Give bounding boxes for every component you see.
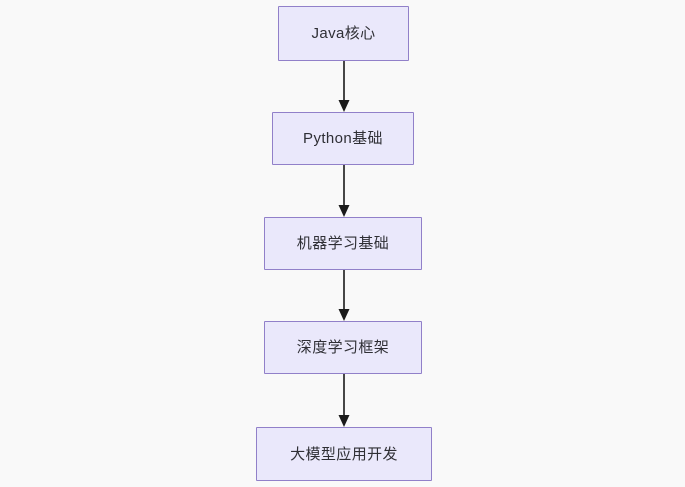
flow-node-java-core[interactable]: Java核心 — [278, 6, 409, 61]
flow-node-machine-learning-basics[interactable]: 机器学习基础 — [264, 217, 422, 270]
flow-node-label: 深度学习框架 — [296, 339, 390, 356]
edge-python-to-ml — [338, 165, 350, 217]
edge-java-to-python — [338, 61, 350, 112]
flow-node-large-model-app-development[interactable]: 大模型应用开发 — [256, 427, 432, 481]
flow-node-deep-learning-framework[interactable]: 深度学习框架 — [264, 321, 422, 374]
edge-dl-to-llm — [338, 374, 350, 427]
flow-node-label: Python基础 — [303, 130, 383, 147]
flow-node-python-basics[interactable]: Python基础 — [272, 112, 414, 165]
flow-node-label: 大模型应用开发 — [290, 445, 398, 463]
edge-ml-to-dl — [338, 270, 350, 321]
flow-node-label: Java核心 — [311, 25, 376, 42]
flow-node-label: 机器学习基础 — [296, 235, 390, 252]
